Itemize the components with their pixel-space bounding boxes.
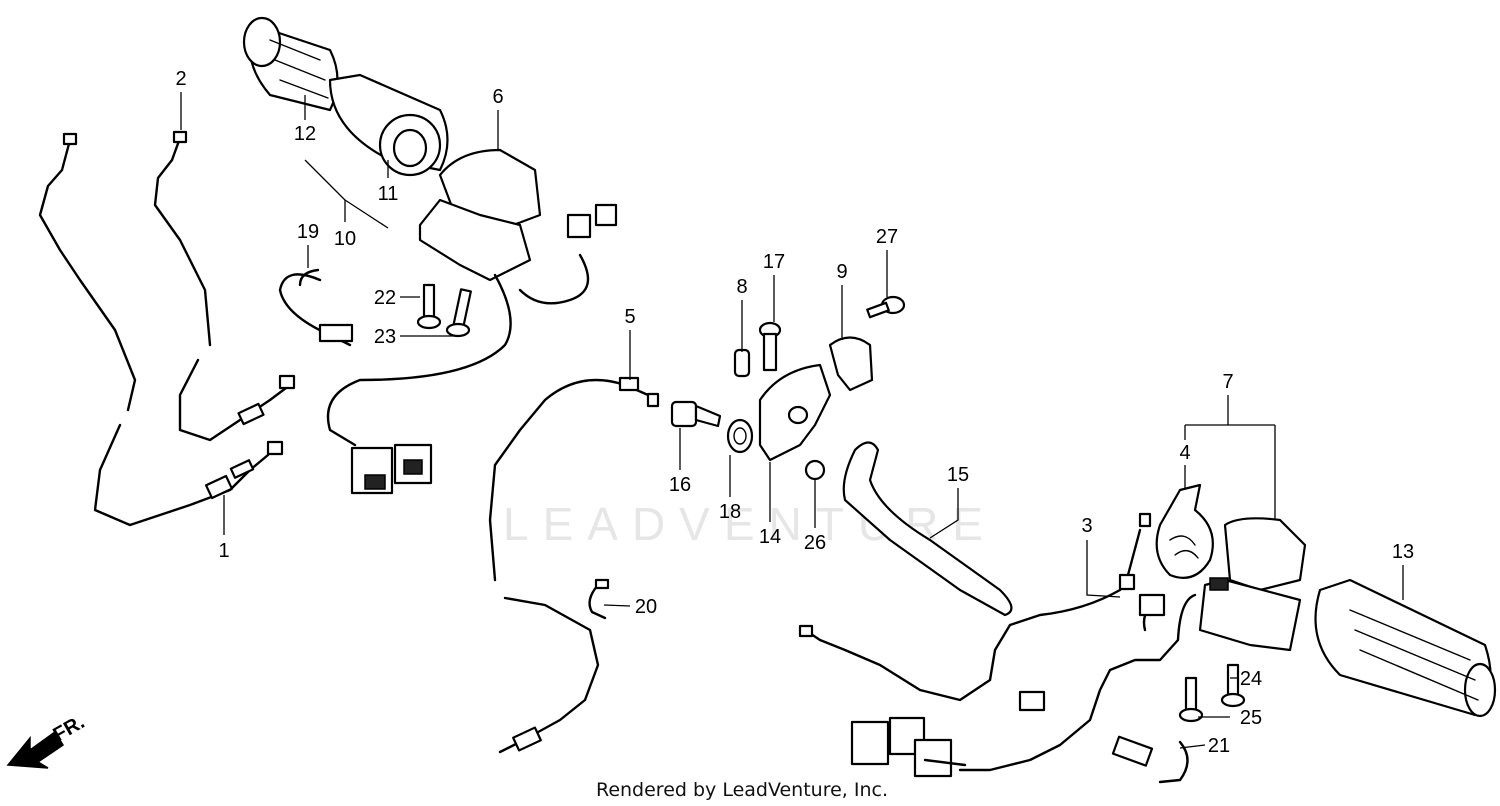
throttle-pulley[interactable] [1155,483,1214,579]
clamp-bolt[interactable] [866,295,906,319]
callout-8[interactable]: 8 [736,276,747,298]
front-direction-marker: FR. [6,711,88,769]
wire-band-right[interactable] [1111,735,1189,784]
right-switch-housing[interactable] [1198,517,1307,652]
callout-15[interactable]: 15 [947,464,969,486]
callout-16[interactable]: 16 [669,474,691,496]
right-switch-wiring[interactable] [958,593,1197,772]
callout-13[interactable]: 13 [1392,541,1414,563]
left-grip[interactable] [242,16,449,177]
callout-6[interactable]: 6 [492,86,503,108]
throttle-cable-a[interactable] [38,132,284,527]
screw-23[interactable] [445,288,472,338]
left-switch-housing[interactable] [326,148,618,447]
callout-23[interactable]: 23 [374,326,396,348]
throttle-cable-right[interactable] [798,512,1152,702]
callout-12[interactable]: 12 [294,123,316,145]
pivot-nut[interactable] [804,459,826,481]
callout-2[interactable]: 2 [175,68,186,90]
callout-1[interactable]: 1 [218,540,229,562]
switch-pin[interactable] [733,348,751,378]
lever-bracket[interactable] [758,363,832,462]
callout-27[interactable]: 27 [876,226,898,248]
callout-9[interactable]: 9 [836,261,847,283]
callout-26[interactable]: 26 [804,532,826,554]
callout-5[interactable]: 5 [624,306,635,328]
callout-7[interactable]: 7 [1222,371,1233,393]
leader-lines [180,92,1404,749]
callout-14[interactable]: 14 [759,526,781,548]
right-switch-connector[interactable] [850,716,967,778]
credit-text: Rendered by LeadVenture, Inc. [596,779,888,801]
throttle-cable-b[interactable] [153,130,296,442]
callout-20[interactable]: 20 [635,596,657,618]
clutch-lever[interactable] [842,441,1013,617]
pivot-bolt[interactable] [758,321,782,372]
part-callouts: 1 2 3 4 5 6 7 8 9 10 11 12 13 14 15 16 1… [175,68,1414,757]
callout-10[interactable]: 10 [334,228,356,250]
callout-17[interactable]: 17 [763,251,785,273]
screw-25[interactable] [1178,676,1204,723]
left-switch-connector[interactable] [350,443,433,495]
callout-4[interactable]: 4 [1179,442,1190,464]
callout-24[interactable]: 24 [1240,668,1262,690]
callout-3[interactable]: 3 [1081,515,1092,537]
callout-21[interactable]: 21 [1208,735,1230,757]
direction-arrow-icon [6,730,65,769]
wire-band[interactable] [278,268,354,347]
callout-19[interactable]: 19 [297,221,319,243]
clutch-cable[interactable] [488,376,660,754]
callout-25[interactable]: 25 [1240,707,1262,729]
callout-18[interactable]: 18 [719,501,741,523]
holder-clamp[interactable] [828,336,874,392]
adjuster-bolt[interactable] [670,400,722,428]
callout-11[interactable]: 11 [378,183,399,205]
callout-22[interactable]: 22 [374,287,396,309]
cable-clamp[interactable] [588,578,610,620]
lock-nut[interactable] [726,418,754,454]
right-grip[interactable] [1314,578,1497,718]
screw-24[interactable] [1220,663,1246,708]
screw-22[interactable] [416,283,442,330]
